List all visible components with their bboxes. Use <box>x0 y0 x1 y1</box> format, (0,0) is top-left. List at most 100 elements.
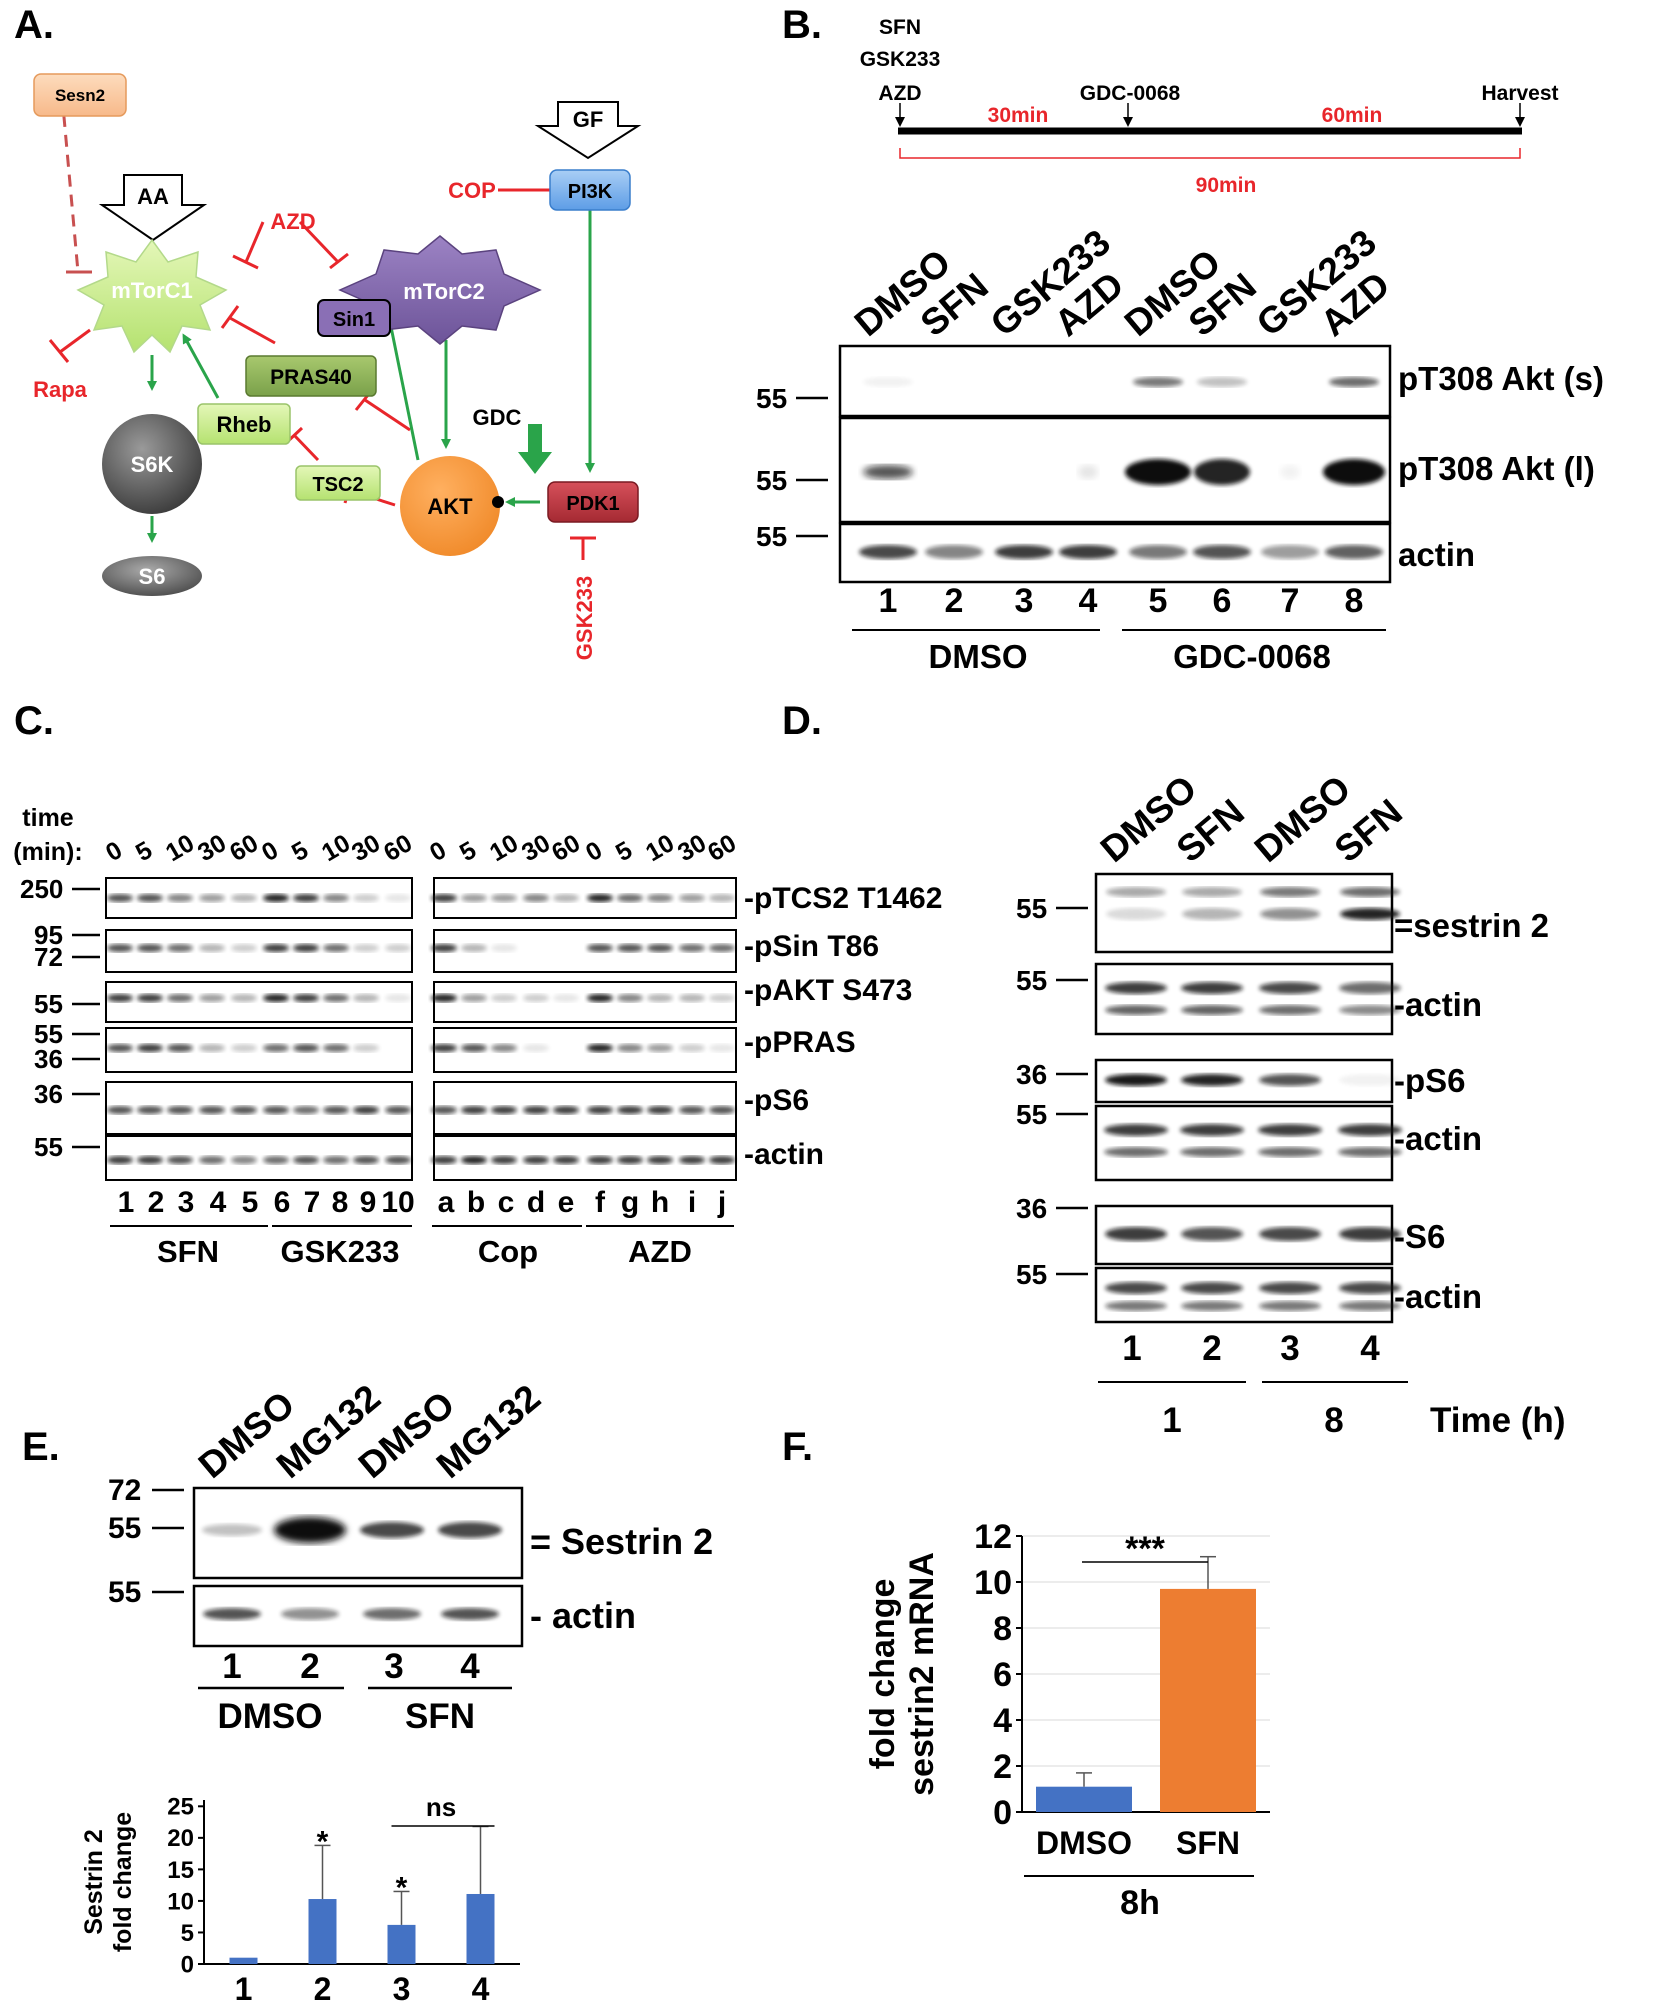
band-d-act1-b-0 <box>1105 1005 1167 1015</box>
node-s6 <box>102 556 202 596</box>
blot-d-label-ps6: -pS6 <box>1394 1062 1466 1099</box>
band-b-actin-3 <box>1059 545 1117 559</box>
band-c-left-3-8 <box>353 1044 379 1052</box>
band-b-actin-4 <box>1129 545 1187 559</box>
blot-c-lane-right-1: b <box>467 1186 485 1219</box>
band-c-right-0-3 <box>523 894 549 902</box>
band-c-left-4-8 <box>353 1106 379 1114</box>
node-mtorc1-label: mTorC1 <box>111 278 193 303</box>
band-d-s6-3 <box>1339 1227 1401 1241</box>
band-d-ses-a-2 <box>1260 887 1320 897</box>
blot-b-label-actin: actin <box>1398 536 1475 573</box>
blot-b-pt308-long <box>838 416 1392 524</box>
band-c-right-3-6 <box>617 1044 643 1052</box>
band-d-act3-b-1 <box>1181 1301 1243 1311</box>
chart-e-ylabel-0: Sestrin 2 <box>80 1829 108 1935</box>
chart-e-bar-1 <box>308 1899 337 1964</box>
chart-f-ytick-label-3: 6 <box>993 1656 1012 1694</box>
blot-c-lane-right-9: j <box>717 1186 726 1219</box>
band-d-ps6-0 <box>1105 1074 1167 1086</box>
band-c-left-3-0 <box>107 1044 133 1052</box>
band-d-ses-a-0 <box>1106 887 1166 897</box>
band-c-right-2-4 <box>553 994 579 1002</box>
band-c-left-4-5 <box>263 1106 289 1114</box>
blot-c-group-azd: AZD <box>628 1234 692 1269</box>
band-c-right-1-0 <box>431 944 457 952</box>
node-pi3k <box>549 169 631 211</box>
blot-c-lane-right-6: g <box>621 1186 639 1219</box>
edge-rapa-mtorc1 <box>59 328 91 354</box>
node-mtorc1 <box>76 238 228 354</box>
chart-f-ylabel-1: sestrin2 mRNA <box>903 1552 941 1796</box>
band-c-left-1-7 <box>323 944 349 952</box>
band-c-left-0-6 <box>293 894 319 902</box>
blot-c-lane-right-5: f <box>595 1186 606 1219</box>
band-e-act-3 <box>441 1608 499 1620</box>
timepoint-right-2: 10 <box>485 829 523 867</box>
node-sin1 <box>317 299 391 337</box>
band-c-right-5-6 <box>617 1156 643 1164</box>
band-c-left-4-6 <box>293 1106 319 1114</box>
band-c-right-1-9 <box>709 944 735 952</box>
band-c-left-5-4 <box>231 1156 257 1164</box>
band-d-ps6-3 <box>1339 1074 1401 1086</box>
panel-b: B. SFN GSK233 AZD GDC-0068 Harvest 30min… <box>756 3 1604 675</box>
blot-c-label-ps6: -pS6 <box>744 1084 809 1117</box>
band-c-left-5-1 <box>137 1156 163 1164</box>
band-d-act2-b-3 <box>1338 1147 1402 1157</box>
band-d-ses-b-0 <box>1106 908 1166 920</box>
band-d-act3-a-0 <box>1105 1282 1167 1294</box>
band-c-left-5-0 <box>107 1156 133 1164</box>
band-d-act3-b-0 <box>1105 1301 1167 1311</box>
node-mtorc2-label: mTorC2 <box>403 279 485 304</box>
band-c-left-2-1 <box>137 994 163 1002</box>
blot-d-actin-2 <box>1094 1104 1394 1182</box>
chart-e-ytick-label-0: 0 <box>181 1951 194 1978</box>
chart-f-cat-0: DMSO <box>1036 1825 1132 1861</box>
band-b-long-4 <box>1125 459 1191 485</box>
band-e-ses-3 <box>438 1522 502 1538</box>
band-c-left-1-1 <box>137 944 163 952</box>
edge-tsc2-rheb <box>292 433 320 462</box>
blot-d-actin-3 <box>1094 1266 1394 1324</box>
band-c-left-1-5 <box>263 944 289 952</box>
timepoint-right-4: 60 <box>547 829 585 867</box>
blot-e-lane-number-3: 4 <box>460 1647 480 1686</box>
blot-d-label-sestrin2: =sestrin 2 <box>1394 907 1549 944</box>
mw-c-95: 95 <box>34 920 63 950</box>
mw-d-3: 36 <box>1016 1059 1047 1090</box>
node-pdk1-label: PDK1 <box>566 493 619 515</box>
mw-c-55c: 55 <box>34 1132 63 1162</box>
blot-c-left-5 <box>105 1135 413 1181</box>
chart-e-bar-0 <box>229 1957 258 1964</box>
blot-c-label-ppras: -pPRAS <box>744 1026 856 1059</box>
band-c-left-0-5 <box>263 894 289 902</box>
band-c-right-5-7 <box>647 1156 673 1164</box>
timeline-end-harvest: Harvest <box>1481 82 1558 105</box>
blot-c-mw-markers: 250 95 72 55 55 36 36 55 <box>20 874 100 1162</box>
blot-c-group-gsk233: GSK233 <box>281 1234 400 1269</box>
node-s6k-label: S6K <box>131 452 174 477</box>
blot-c-group-sfn: SFN <box>157 1234 219 1269</box>
band-b-long-0 <box>863 465 913 479</box>
band-e-ses-2 <box>360 1522 424 1538</box>
band-d-ses-b-2 <box>1260 908 1320 920</box>
band-b-actin-2 <box>995 545 1053 559</box>
edge-rheb-mtorc1 <box>182 333 220 399</box>
chart-f-bar-1 <box>1160 1588 1256 1812</box>
node-s6k <box>102 414 202 514</box>
band-c-right-1-5 <box>587 944 613 952</box>
blot-c-lane-right-0: a <box>438 1186 455 1219</box>
chart-f-ytick-label-6: 12 <box>974 1518 1012 1556</box>
chart-e-cat-3: 4 <box>472 1971 490 2007</box>
band-c-left-3-7 <box>323 1044 349 1052</box>
chart-f-ytick-label-0: 0 <box>993 1794 1012 1832</box>
band-c-left-0-7 <box>323 894 349 902</box>
band-d-ses-a-3 <box>1340 887 1400 897</box>
band-c-left-3-3 <box>199 1044 225 1052</box>
blot-c-lane-left-2: 3 <box>178 1186 195 1219</box>
band-c-left-1-6 <box>293 944 319 952</box>
node-s6-label: S6 <box>139 564 166 589</box>
band-b-short-4 <box>1133 377 1183 387</box>
